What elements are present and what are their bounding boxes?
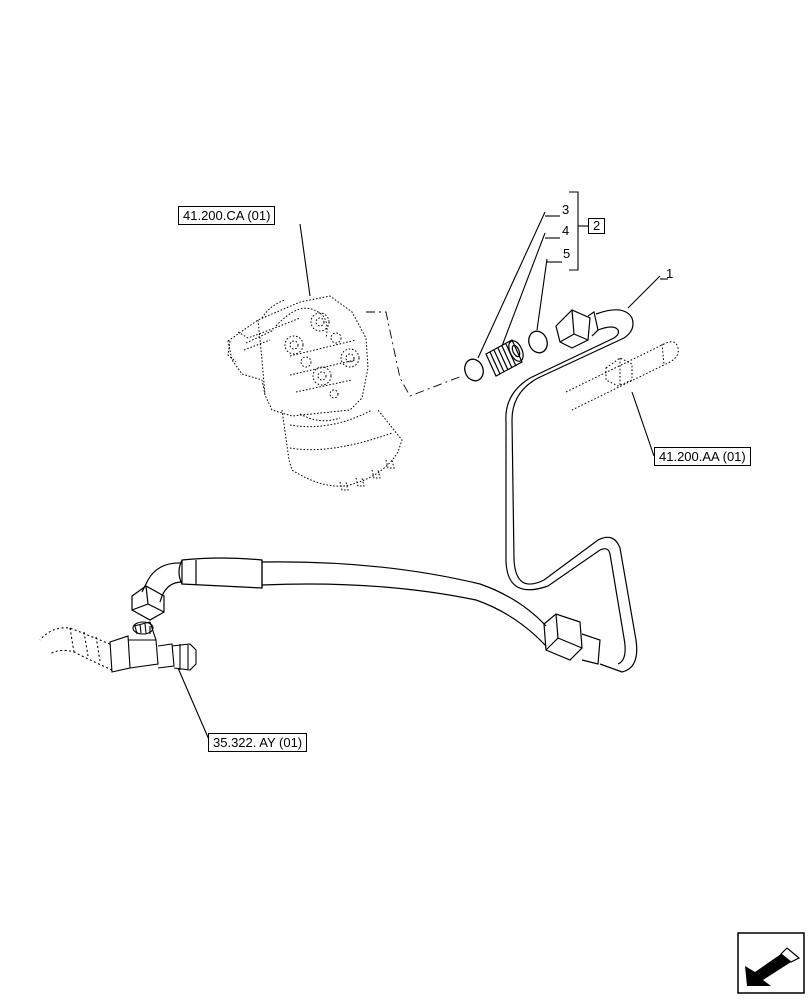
reference-tee-fitting[interactable]: 35.322. AY (01) [208, 733, 308, 752]
callout-number-5: 5 [563, 246, 571, 261]
hose-part [131, 557, 547, 647]
callout-number-3: 3 [562, 202, 570, 217]
callout-kit-group-2: 2 [588, 218, 606, 234]
steering-unit-part [227, 295, 403, 491]
adapter-part [485, 339, 524, 377]
callout-number-4: 4 [562, 223, 570, 238]
centre-line [366, 311, 463, 397]
adjacent-pipe-part [565, 341, 679, 411]
o-ring-part-b [528, 330, 548, 354]
tee-fitting-part [39, 621, 197, 673]
reference-hydraulic-tube[interactable]: 41.200.AA (01) [654, 447, 751, 466]
hydraulic-tube-part [505, 309, 638, 673]
next-page-arrow-icon[interactable] [737, 932, 805, 994]
o-ring-part-a [464, 358, 484, 382]
reference-steering-unit[interactable]: 41.200.CA (01) [178, 206, 276, 225]
leader-lines [177, 191, 668, 743]
callout-number-1: 1 [666, 266, 674, 281]
